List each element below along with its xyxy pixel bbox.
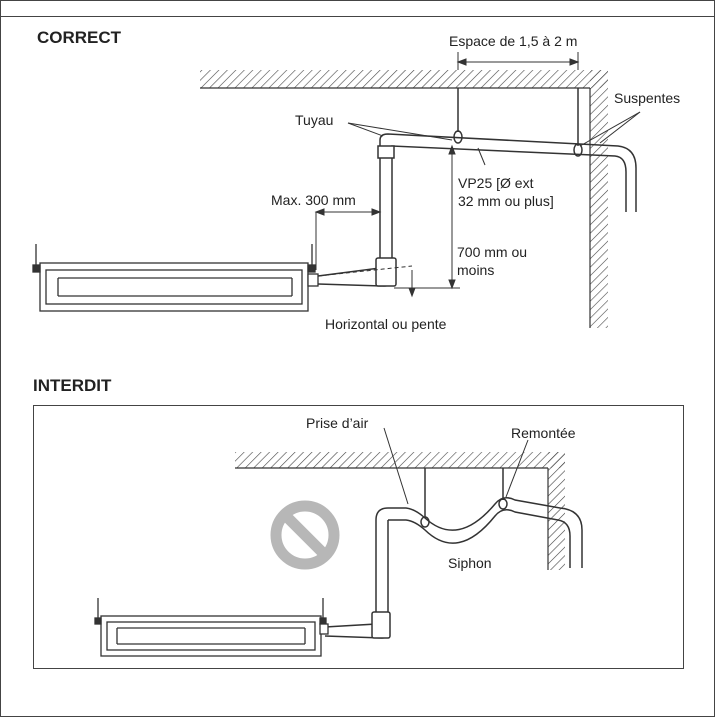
leader-lines-correct (347, 111, 641, 166)
spacing-dimension (456, 52, 580, 70)
forbidden-frame (33, 405, 684, 669)
trap-label: Siphon (448, 555, 492, 571)
slope-label: Horizontal ou pente (325, 316, 447, 332)
pipe-spec-line1: VP25 [Ø ext (458, 175, 534, 191)
forbidden-ceiling (235, 452, 565, 570)
drain-pipe (317, 133, 637, 287)
forbidden-heading: INTERDIT (33, 376, 112, 395)
top-divider (0, 16, 715, 17)
slope-indicator (317, 265, 416, 298)
leader-lines-forbidden (383, 427, 529, 505)
rise-label: Remontée (511, 425, 576, 441)
height-label-line1: 700 mm ou (457, 244, 528, 260)
max-rise-dimension (314, 208, 382, 270)
height-label-line2: moins (457, 262, 495, 278)
spacing-label: Espace de 1,5 à 2 m (449, 33, 578, 49)
forbidden-pipe (324, 497, 583, 639)
height-dimension (394, 144, 460, 290)
correct-heading: CORRECT (37, 28, 122, 47)
indoor-unit-correct (32, 244, 319, 312)
pipe-spec-line2: 32 mm ou plus] (458, 193, 554, 209)
prohibited-icon (270, 500, 340, 570)
hangers-label: Suspentes (614, 90, 681, 106)
indoor-unit-forbidden (94, 598, 329, 657)
air-intake-label: Prise d’air (306, 415, 369, 431)
hanger-rods (453, 88, 583, 157)
pipe-label: Tuyau (295, 112, 334, 128)
correct-ceiling (200, 70, 608, 328)
max-rise-label: Max. 300 mm (271, 192, 356, 208)
